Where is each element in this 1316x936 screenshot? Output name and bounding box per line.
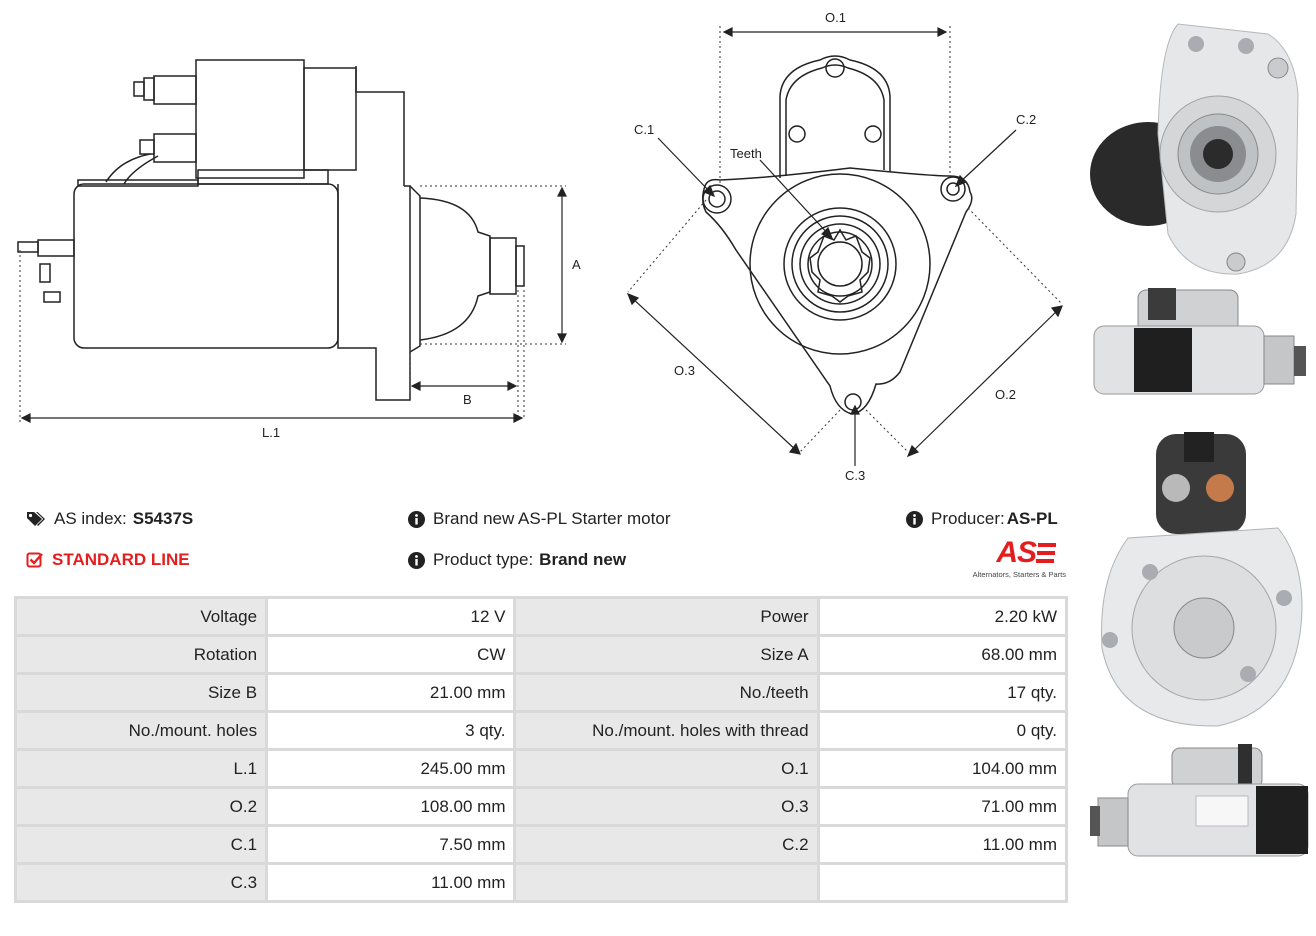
spec-label: No./teeth	[516, 675, 817, 710]
spec-value: 71.00 mm	[819, 789, 1065, 824]
logo-stripes-icon	[1036, 543, 1056, 563]
spec-value: 2.20 kW	[819, 599, 1065, 634]
as-pl-logo: AS Alternators, Starters & Parts	[962, 538, 1072, 582]
label-C1: C.1	[634, 122, 654, 137]
as-index-value: S5437S	[132, 509, 194, 528]
product-photo-rear	[1101, 432, 1303, 727]
spec-value: 3 qty.	[268, 713, 514, 748]
spec-label: C.1	[17, 827, 266, 862]
spec-value: CW	[268, 637, 514, 672]
spec-value: 245.00 mm	[268, 751, 514, 786]
spec-label: Size A	[516, 637, 817, 672]
spec-value: 11.00 mm	[268, 865, 514, 900]
label-A: A	[572, 257, 581, 272]
spec-label: C.3	[17, 865, 266, 900]
spec-label: L.1	[17, 751, 266, 786]
tag-icon	[27, 512, 45, 526]
spec-value: 0 qty.	[819, 713, 1065, 748]
spec-label	[516, 865, 817, 900]
label-O1: O.1	[825, 10, 846, 25]
description-text: Brand new AS-PL Starter motor	[433, 509, 671, 528]
front-view-diagram: O.1 C.1 C.2 Teeth O.3 O.2 C.3	[626, 10, 1063, 483]
as-index-label: AS index:	[54, 509, 127, 528]
spec-label: O.2	[17, 789, 266, 824]
product-type: Product type: Brand new	[408, 550, 626, 570]
product-description: Brand new AS-PL Starter motor	[408, 509, 670, 529]
logo-text: AS	[996, 536, 1037, 569]
spec-value: 11.00 mm	[819, 827, 1065, 862]
spec-label: O.3	[516, 789, 817, 824]
label-C2: C.2	[1016, 112, 1036, 127]
producer-label: Producer:	[931, 509, 1005, 528]
spec-value: 21.00 mm	[268, 675, 514, 710]
label-C3: C.3	[845, 468, 865, 483]
info-circle-icon	[408, 510, 425, 528]
info-circle-icon	[906, 510, 923, 528]
spec-label: Size B	[17, 675, 266, 710]
logo-tagline: Alternators, Starters & Parts	[972, 570, 1066, 579]
spec-label: C.2	[516, 827, 817, 862]
spec-label: No./mount. holes with thread	[516, 713, 817, 748]
spec-label: Voltage	[17, 599, 266, 634]
product-photo-side-top	[1093, 288, 1306, 395]
spec-value: 68.00 mm	[819, 637, 1065, 672]
spec-label: Rotation	[17, 637, 266, 672]
as-index: AS index: S5437S	[26, 509, 193, 529]
label-teeth: Teeth	[730, 146, 762, 161]
label-L1: L.1	[262, 425, 280, 440]
standard-line-text: STANDARD LINE	[52, 550, 190, 569]
label-O2: O.2	[995, 387, 1016, 402]
info-circle-icon	[408, 551, 425, 569]
product-photo-side-bottom	[1090, 744, 1309, 857]
spec-value	[819, 865, 1065, 900]
spec-value: 7.50 mm	[268, 827, 514, 862]
check-square-icon	[26, 552, 43, 568]
producer-value: AS-PL	[1006, 509, 1058, 528]
spec-label: No./mount. holes	[17, 713, 266, 748]
product-type-value: Brand new	[539, 550, 627, 569]
spec-label: Power	[516, 599, 817, 634]
spec-value: 12 V	[268, 599, 514, 634]
product-photo-front	[1090, 23, 1299, 275]
spec-label: O.1	[516, 751, 817, 786]
label-O3: O.3	[674, 363, 695, 378]
side-view-diagram: A B L.1	[17, 59, 581, 440]
spec-value: 17 qty.	[819, 675, 1065, 710]
producer: Producer: AS-PL	[906, 509, 1058, 529]
label-B: B	[463, 392, 472, 407]
spec-value: 104.00 mm	[819, 751, 1065, 786]
product-type-label: Product type:	[433, 550, 534, 569]
spec-value: 108.00 mm	[268, 789, 514, 824]
standard-line-badge: STANDARD LINE	[26, 550, 190, 570]
